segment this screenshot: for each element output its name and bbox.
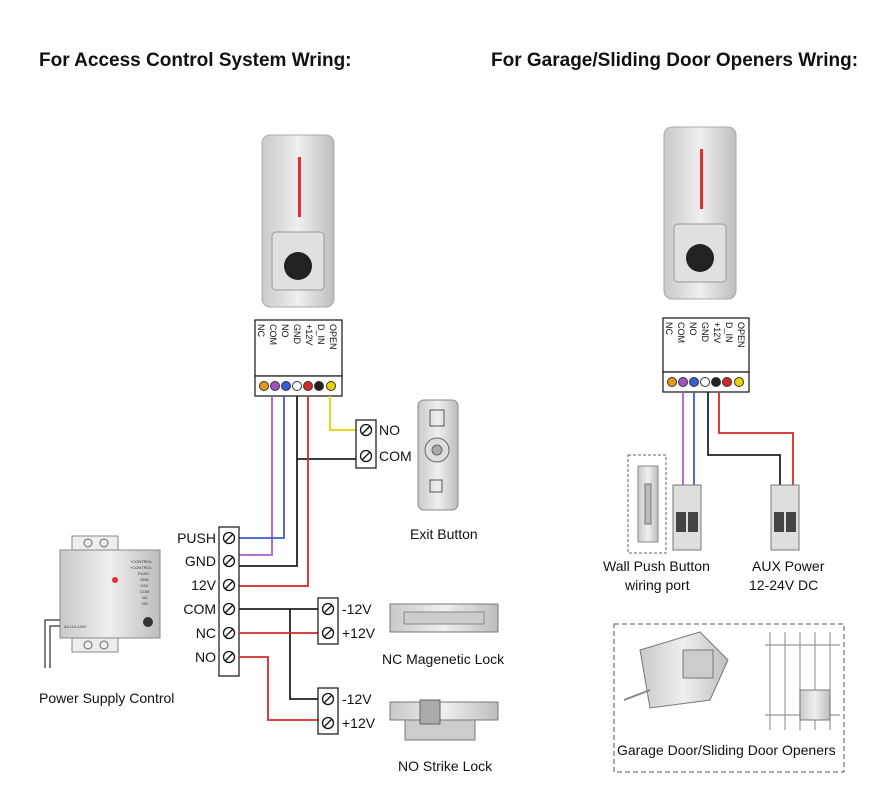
power-supply-label: Power Supply Control (39, 690, 174, 706)
access-reader-right (663, 126, 737, 300)
power-led (112, 577, 118, 583)
psu-term-label: 12V (191, 577, 217, 593)
strike-lock (389, 699, 499, 741)
mag-minus-label: -12V (342, 601, 372, 617)
reader-wires-left (230, 396, 358, 587)
psu-term-label: NO (195, 649, 216, 665)
aux-power-label-1: AUX Power (752, 558, 825, 574)
terminal-label: NO (688, 322, 698, 336)
psu-model: AC110-240V (64, 624, 87, 629)
terminal-label: +12V (304, 324, 314, 345)
exit-button-terminals: NO COM (355, 419, 412, 469)
terminal-label: COM (268, 324, 278, 345)
title-right: For Garage/Sliding Door Openers Wring: (491, 50, 858, 71)
lock-wires (239, 608, 320, 721)
terminal-label: D_IN (724, 322, 734, 343)
psu-row: PUSH (138, 571, 149, 576)
power-key-icon (143, 617, 153, 627)
terminal-label: +12V (712, 322, 722, 343)
strike-lock-label: NO Strike Lock (398, 758, 493, 774)
strike-minus-label: -12V (342, 691, 372, 707)
wall-push-label-1: Wall Push Button (603, 558, 710, 574)
title-left: For Access Control System Wring: (39, 50, 352, 71)
terminal-label: OPEN (736, 322, 746, 348)
access-reader-left (261, 134, 335, 308)
psu-row: +CONTROL (130, 565, 153, 570)
psu-row: NC (142, 595, 148, 600)
mag-plus-label: +12V (342, 625, 376, 641)
terminal-label: NC (256, 324, 266, 337)
aux-power-label-2: 12-24V DC (749, 577, 818, 593)
strike-plus-label: +12V (342, 715, 376, 731)
terminal-label: GND (700, 322, 710, 343)
exit-button (417, 399, 459, 511)
reader-terminal-block-left: NC COM NO GND +12V D_IN OPEN (254, 319, 343, 397)
door-icon (429, 409, 445, 427)
psu-term-label: GND (185, 553, 216, 569)
led-strip (700, 149, 703, 209)
magnetic-lock (389, 603, 499, 633)
psu-term-label: NC (196, 625, 216, 641)
psu-row: GND (140, 577, 149, 582)
power-supply-box: +CONTROL +CONTROL PUSH GND +12V COM NC N… (44, 535, 161, 668)
terminal-label: COM (676, 322, 686, 343)
exit-button-label: Exit Button (410, 526, 478, 542)
psu-row: +12V (139, 583, 149, 588)
terminal-label: GND (292, 324, 302, 345)
psu-term-label: PUSH (177, 530, 216, 546)
reader-terminal-block-right: NC COM NO GND +12V D_IN OPEN (662, 317, 750, 393)
wall-push-label-2: wiring port (624, 577, 690, 593)
terminal-label: NO (280, 324, 290, 338)
garage-openers-label: Garage Door/Sliding Door Openers (617, 742, 836, 758)
psu-terminal-strip: PUSH GND 12V COM NC NO (177, 526, 240, 677)
hand-push-icon (429, 479, 443, 493)
strike-lock-terminals: -12V +12V (317, 687, 376, 735)
wall-push-connector (672, 484, 702, 551)
led-strip (298, 157, 301, 217)
terminal-label: OPEN (328, 324, 338, 350)
mag-lock-label: NC Magenetic Lock (382, 651, 505, 667)
aux-power-connector (770, 484, 800, 551)
reader-wires-right (682, 392, 794, 485)
wall-push-button (627, 454, 667, 554)
exit-com-label: COM (379, 448, 412, 464)
psu-term-label: COM (183, 601, 216, 617)
fingerprint-sensor-icon (284, 252, 312, 280)
psu-row: NO (142, 601, 148, 606)
terminal-label: NC (664, 322, 674, 335)
fingerprint-sensor-icon (686, 244, 714, 272)
garage-openers-box (613, 623, 845, 773)
psu-row: COM (140, 589, 149, 594)
terminal-label: D_IN (316, 324, 326, 345)
psu-row: +CONTROL (130, 559, 153, 564)
mag-lock-terminals: -12V +12V (317, 597, 376, 645)
exit-no-label: NO (379, 422, 400, 438)
